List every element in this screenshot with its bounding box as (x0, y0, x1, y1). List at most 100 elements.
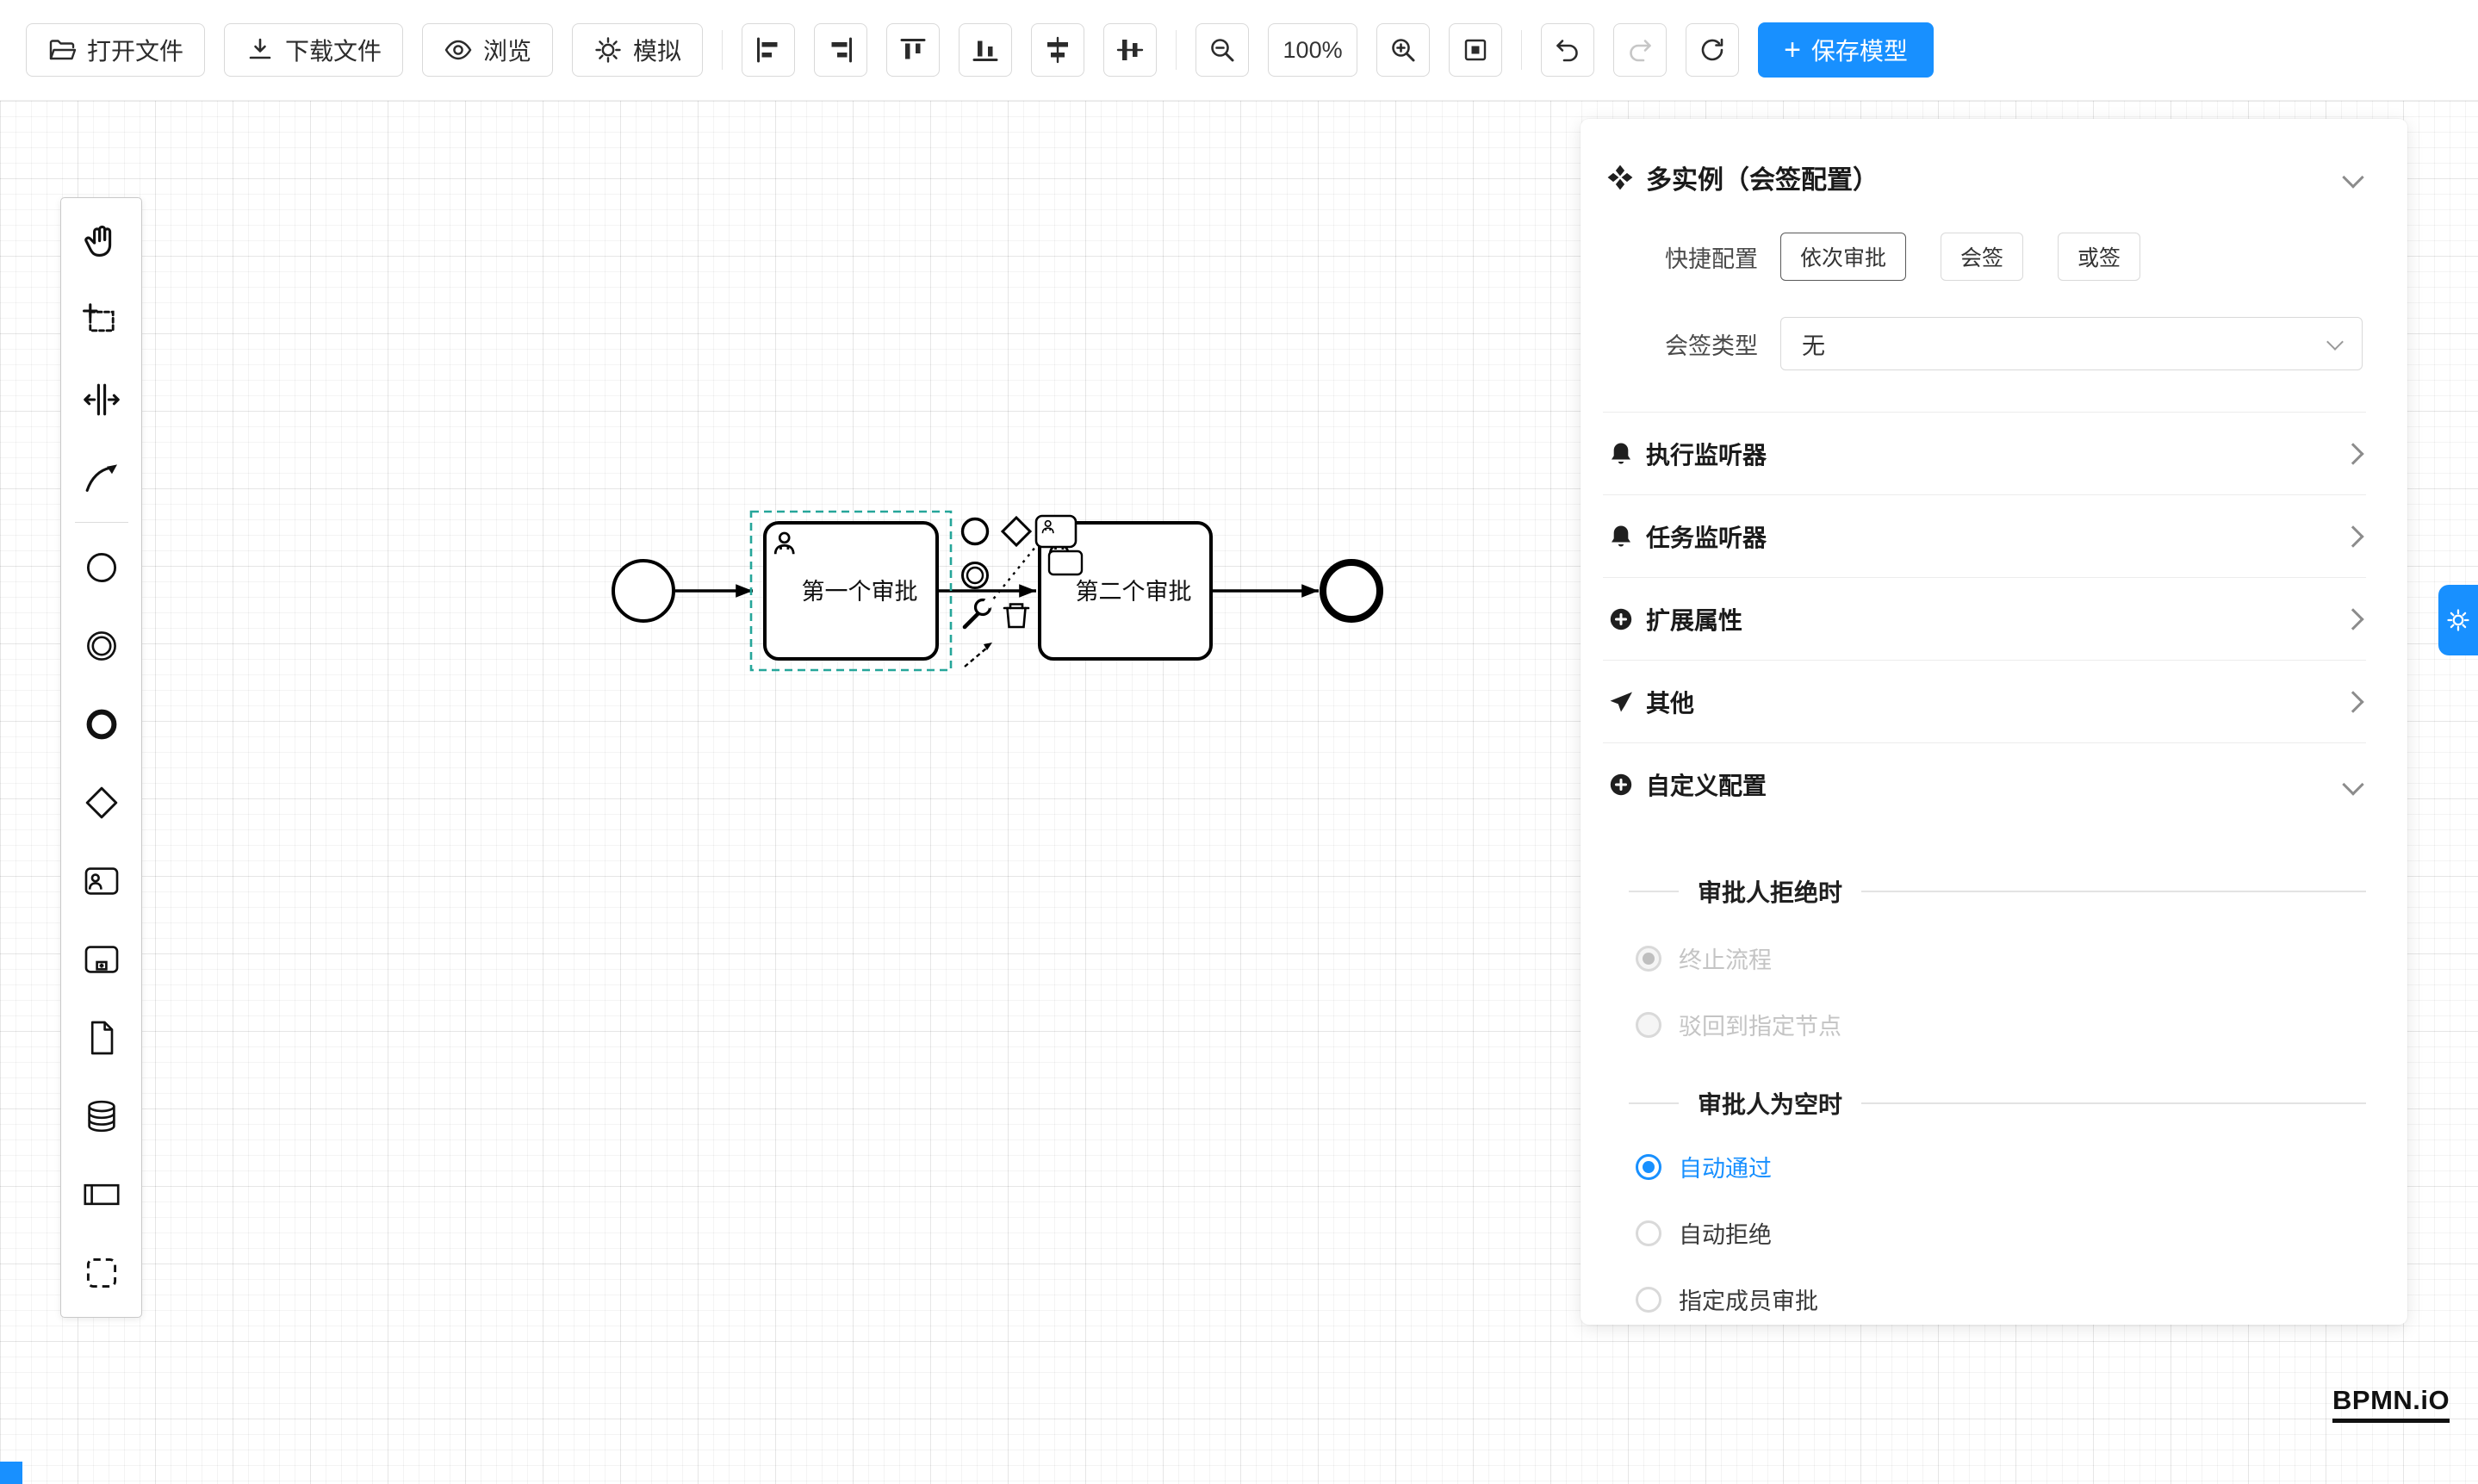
radio-assign-member[interactable]: 指定成员审批 (1603, 1266, 2366, 1332)
radio-icon (1636, 1220, 1661, 1246)
ctx-change-type[interactable] (962, 595, 996, 630)
divider (1861, 891, 2366, 892)
palette-create-end-event[interactable] (61, 685, 141, 763)
section-extended-properties[interactable]: 扩展属性 (1603, 577, 2366, 660)
zoom-out-button[interactable] (1196, 23, 1250, 77)
task-label: 第二个审批 (1076, 579, 1192, 605)
radio-return-to-node[interactable]: 驳回到指定节点 (1603, 991, 2366, 1058)
connect-arrow-icon (85, 463, 117, 492)
reject-heading: 审批人拒绝时 (1698, 879, 1843, 906)
bpmn-io-watermark: BPMN.iO (2332, 1385, 2450, 1423)
chevron-down-icon[interactable] (2342, 166, 2364, 189)
chevron-right-icon (2342, 525, 2364, 548)
section-execution-listener[interactable]: 执行监听器 (1603, 412, 2366, 494)
toolbar: 打开文件 下载文件 浏览 模拟 (0, 0, 2478, 101)
palette-create-gateway[interactable] (61, 763, 141, 841)
zoom-in-icon (1392, 39, 1415, 62)
chevron-down-icon (2326, 333, 2344, 351)
align-middle-vertical-button[interactable] (1103, 23, 1158, 77)
simulate-button[interactable]: 模拟 (572, 23, 704, 77)
subprocess-icon (84, 945, 118, 973)
align-bottom-button[interactable] (959, 23, 1013, 77)
undo-button[interactable] (1541, 23, 1595, 77)
quick-config-row: 快捷配置 依次审批 会签 或签 (1603, 233, 2366, 281)
circle-icon (86, 552, 116, 582)
align-center-horizontal-button[interactable] (1031, 23, 1085, 77)
database-icon (87, 1100, 115, 1132)
radio-auto-pass[interactable]: 自动通过 (1603, 1133, 2366, 1200)
ctx-preview-connection (988, 545, 1037, 605)
task-first-approval[interactable]: 第一个审批 (763, 521, 939, 661)
fit-viewport-icon (1464, 39, 1487, 61)
palette-hand-tool[interactable] (61, 203, 141, 282)
zoom-out-icon (1211, 39, 1234, 62)
palette-create-intermediate-event[interactable] (61, 606, 141, 685)
diamond-icon (85, 786, 117, 818)
preview-button[interactable]: 浏览 (422, 23, 554, 77)
divider (1629, 891, 1679, 892)
ctx-append-subprocess[interactable] (1047, 550, 1084, 576)
palette-global-connect-tool[interactable] (61, 438, 141, 517)
radio-terminate-process[interactable]: 终止流程 (1603, 925, 2366, 991)
panel-sections: 执行监听器 任务监听器 扩展属性 (1603, 412, 2366, 825)
sign-type-select[interactable]: 无 (1780, 317, 2363, 370)
send-icon (1610, 692, 1632, 711)
open-file-button[interactable]: 打开文件 (26, 23, 206, 77)
custom-config-body: 审批人拒绝时 终止流程 驳回到指定节点 审批人为空时 自动通过 (1603, 870, 2366, 1332)
ctx-append-intermediate-event[interactable] (961, 562, 989, 589)
palette-space-tool[interactable] (61, 360, 141, 438)
zoom-level: 100% (1268, 23, 1358, 77)
group-icon (86, 1257, 116, 1288)
multi-instance-icon (1607, 165, 1633, 190)
double-circle-icon (86, 630, 116, 661)
palette (60, 197, 142, 1318)
section-custom-config[interactable]: 自定义配置 (1603, 742, 2366, 825)
quick-option-countersign[interactable]: 会签 (1941, 233, 2024, 281)
sign-type-value: 无 (1802, 332, 1825, 359)
radio-auto-reject[interactable]: 自动拒绝 (1603, 1200, 2366, 1266)
zoom-in-button[interactable] (1376, 23, 1431, 77)
ctx-delete[interactable] (1003, 603, 1030, 629)
ctx-append-end-event[interactable] (960, 517, 990, 546)
plus-icon: + (1784, 34, 1801, 66)
align-right-button[interactable] (814, 23, 868, 77)
chevron-right-icon (2342, 607, 2364, 630)
palette-create-start-event[interactable] (61, 528, 141, 606)
radio-icon (1636, 945, 1661, 972)
save-model-button[interactable]: + 保存模型 (1758, 22, 1934, 78)
palette-create-participant[interactable] (61, 1155, 141, 1233)
section-other[interactable]: 其他 (1603, 660, 2366, 742)
align-center-horizontal-icon (1047, 36, 1069, 64)
panel-header[interactable]: 多实例（会签配置） (1603, 131, 2366, 219)
thick-circle-icon (86, 709, 116, 739)
align-left-button[interactable] (742, 23, 796, 77)
gear-ticks-icon (595, 37, 621, 63)
palette-create-data-store[interactable] (61, 1077, 141, 1155)
minimap-toggle[interactable] (0, 1462, 22, 1484)
bell-icon (1612, 443, 1630, 463)
save-model-label: 保存模型 (1810, 38, 1908, 65)
align-top-button[interactable] (886, 23, 941, 77)
section-task-listener[interactable]: 任务监听器 (1603, 494, 2366, 577)
palette-create-group[interactable] (61, 1233, 141, 1312)
start-event[interactable] (612, 559, 675, 623)
ctx-append-task[interactable] (1034, 514, 1078, 549)
end-event[interactable] (1320, 559, 1383, 623)
reset-button[interactable] (1686, 23, 1740, 77)
download-file-button[interactable]: 下载文件 (224, 23, 404, 77)
user-task-icon (84, 866, 118, 895)
fit-viewport-button[interactable] (1449, 23, 1503, 77)
palette-create-user-task[interactable] (61, 841, 141, 920)
ctx-append-gateway[interactable] (1000, 515, 1033, 548)
redo-button[interactable] (1613, 23, 1668, 77)
palette-create-data-object[interactable] (61, 998, 141, 1077)
empty-heading-row: 审批人为空时 (1629, 1082, 2366, 1125)
palette-lasso-tool[interactable] (61, 282, 141, 360)
quick-option-orsign[interactable]: 或签 (2058, 233, 2141, 281)
reset-icon (1701, 38, 1723, 61)
ctx-connect[interactable] (964, 643, 992, 667)
quick-option-sequential[interactable]: 依次审批 (1780, 233, 1907, 281)
settings-tab[interactable] (2438, 585, 2478, 655)
palette-create-subprocess[interactable] (61, 920, 141, 998)
redo-icon (1630, 40, 1651, 62)
